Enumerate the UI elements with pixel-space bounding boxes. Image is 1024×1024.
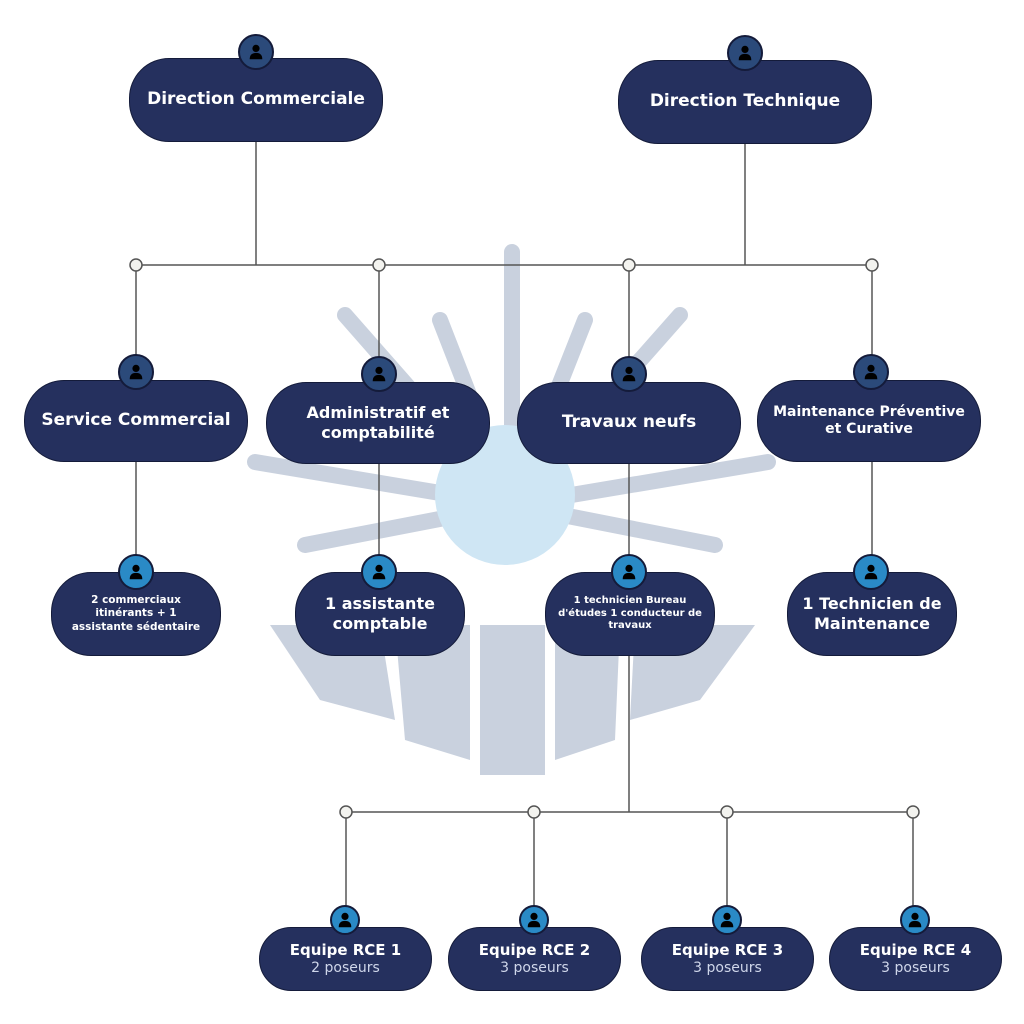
person-icon: [330, 905, 360, 935]
person-icon: [611, 356, 647, 392]
person-icon: [118, 554, 154, 590]
node-team-rce-4[interactable]: Equipe RCE 4 3 poseurs: [829, 927, 1002, 991]
node-team-rce-2[interactable]: Equipe RCE 2 3 poseurs: [448, 927, 621, 991]
node-team-rce-3[interactable]: Equipe RCE 3 3 poseurs: [641, 927, 814, 991]
node-direction-technique[interactable]: Direction Technique: [618, 60, 872, 144]
person-icon: [611, 554, 647, 590]
person-icon: [361, 554, 397, 590]
node-team-rce-1[interactable]: Equipe RCE 1 2 poseurs: [259, 927, 432, 991]
person-icon: [118, 354, 154, 390]
junction-circle: [622, 258, 636, 272]
person-icon: [519, 905, 549, 935]
person-icon: [712, 905, 742, 935]
junction-circle: [339, 805, 353, 819]
junction-circle: [906, 805, 920, 819]
junction-circle: [129, 258, 143, 272]
junction-circle: [372, 258, 386, 272]
node-maintenance[interactable]: Maintenance Préventive et Curative: [757, 380, 981, 462]
node-staff-maintenance[interactable]: 1 Technicien de Maintenance: [787, 572, 957, 656]
node-administratif-comptabilite[interactable]: Administratif et comptabilité: [266, 382, 490, 464]
person-icon: [727, 35, 763, 71]
junction-circle: [527, 805, 541, 819]
person-icon: [900, 905, 930, 935]
person-icon: [238, 34, 274, 70]
node-travaux-neufs[interactable]: Travaux neufs: [517, 382, 741, 464]
node-service-commercial[interactable]: Service Commercial: [24, 380, 248, 462]
node-direction-commerciale[interactable]: Direction Commerciale: [129, 58, 383, 142]
junction-circle: [865, 258, 879, 272]
person-icon: [853, 554, 889, 590]
person-icon: [853, 354, 889, 390]
person-icon: [361, 356, 397, 392]
junction-circle: [720, 805, 734, 819]
